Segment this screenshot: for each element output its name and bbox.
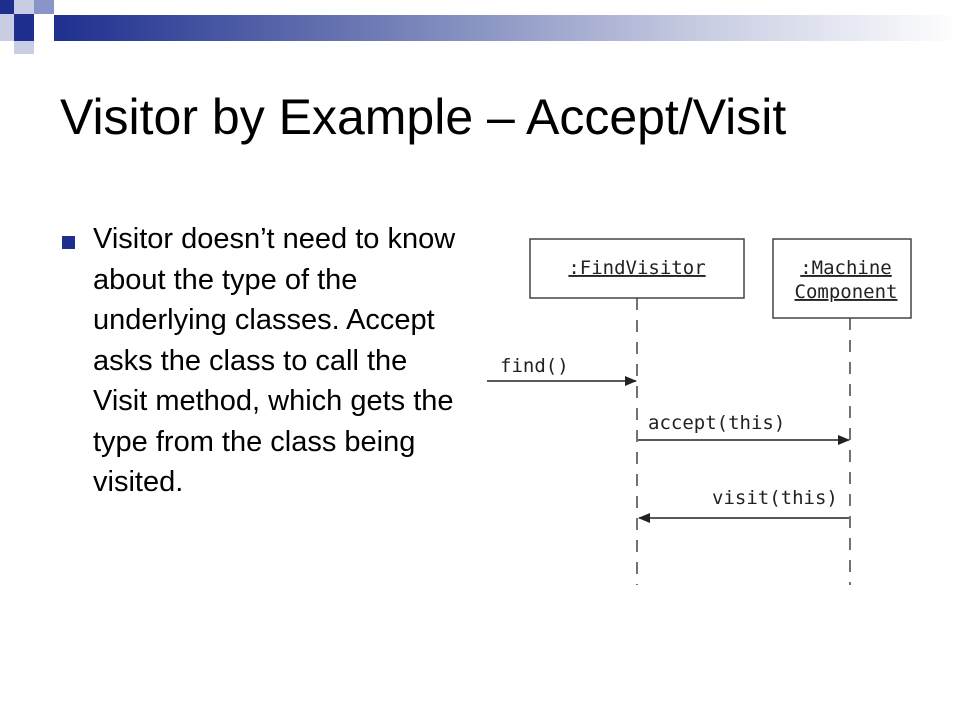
slide-title: Visitor by Example – Accept/Visit xyxy=(60,89,787,145)
message-label: visit(this) xyxy=(712,487,838,509)
participant-label: :FindVisitor xyxy=(568,257,705,279)
bullet-square-icon xyxy=(62,236,75,249)
participant-label: Component xyxy=(795,281,898,303)
message-label: find() xyxy=(500,355,569,377)
decor-square xyxy=(0,0,14,14)
bullet-text: Visitor doesn’t need to know about the t… xyxy=(93,223,456,498)
decor-square xyxy=(34,0,54,14)
message-label: accept(this) xyxy=(648,412,785,434)
decor-square xyxy=(0,14,14,41)
header-gradient-bar xyxy=(54,15,960,41)
message-visit: visit(this) xyxy=(638,487,849,523)
participant-label: :Machine xyxy=(800,257,892,279)
decor-square xyxy=(14,14,34,41)
decor-square xyxy=(14,41,34,54)
decor-square xyxy=(14,0,34,14)
decor-square xyxy=(34,14,54,41)
message-find: find() xyxy=(487,355,637,386)
message-accept: accept(this) xyxy=(638,412,850,445)
participant-find-visitor: :FindVisitor xyxy=(529,238,745,299)
participant-machine-component: :Machine Component xyxy=(772,238,912,319)
